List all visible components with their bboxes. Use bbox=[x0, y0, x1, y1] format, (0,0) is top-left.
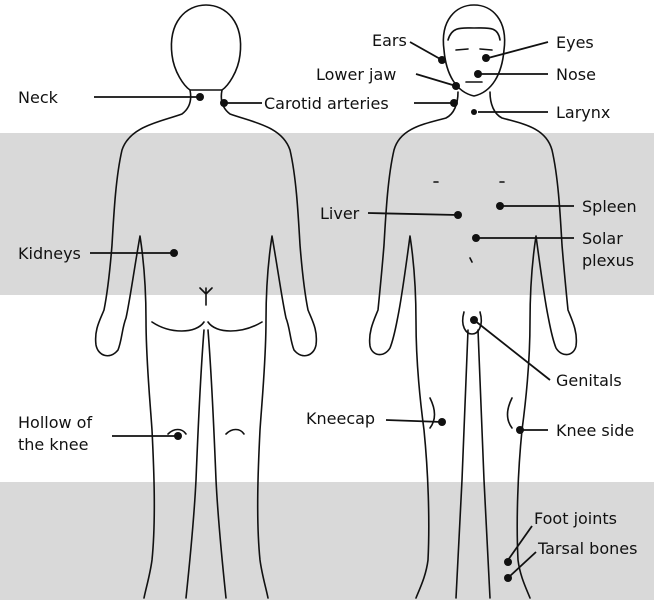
kneecap-dot bbox=[438, 418, 446, 426]
back-head bbox=[171, 5, 240, 90]
label-knee-side: Knee side bbox=[556, 421, 634, 440]
front-hairline bbox=[448, 28, 500, 40]
label-carotid-arteries: Carotid arteries bbox=[264, 94, 389, 113]
hollow-knee-dot bbox=[174, 432, 182, 440]
label-larynx: Larynx bbox=[556, 103, 610, 122]
genitals-leader bbox=[474, 320, 550, 380]
label-hollow-knee-2: the knee bbox=[18, 435, 88, 454]
eyes-leader bbox=[488, 42, 548, 58]
knee-side-dot bbox=[516, 426, 524, 434]
label-spleen: Spleen bbox=[582, 197, 637, 216]
label-neck: Neck bbox=[18, 88, 59, 107]
ears-leader bbox=[410, 42, 442, 60]
spleen-dot bbox=[496, 202, 504, 210]
label-solar-plexus-2: plexus bbox=[582, 251, 634, 270]
larynx-dot bbox=[471, 109, 477, 115]
front-kneecap-right bbox=[508, 398, 513, 428]
foot-joints-dot bbox=[504, 558, 512, 566]
label-foot-joints: Foot joints bbox=[534, 509, 617, 528]
label-solar-plexus-1: Solar bbox=[582, 229, 623, 248]
front-eyebrows bbox=[456, 49, 492, 50]
label-kidneys: Kidneys bbox=[18, 244, 81, 263]
label-liver: Liver bbox=[320, 204, 360, 223]
front-kneecap-left bbox=[430, 398, 435, 428]
lower-jaw-dot bbox=[452, 82, 460, 90]
eyes-dot bbox=[482, 54, 490, 62]
label-eyes: Eyes bbox=[556, 33, 594, 52]
carotid-dot-front bbox=[450, 99, 458, 107]
liver-dot bbox=[454, 211, 462, 219]
ears-dot bbox=[438, 56, 446, 64]
label-nose: Nose bbox=[556, 65, 596, 84]
label-kneecap: Kneecap bbox=[306, 409, 375, 428]
kidneys-dot bbox=[170, 249, 178, 257]
label-genitals: Genitals bbox=[556, 371, 622, 390]
label-tarsal-bones: Tarsal bones bbox=[537, 539, 637, 558]
nose-dot bbox=[474, 70, 482, 78]
solar-plexus-dot bbox=[472, 234, 480, 242]
neck-dot bbox=[196, 93, 204, 101]
tarsal-bones-dot bbox=[504, 574, 512, 582]
carotid-dot-back bbox=[220, 99, 228, 107]
label-ears: Ears bbox=[372, 31, 407, 50]
label-hollow-knee-1: Hollow of bbox=[18, 413, 92, 432]
back-knee-crease-right bbox=[226, 430, 244, 435]
label-lower-jaw: Lower jaw bbox=[316, 65, 396, 84]
genitals-dot bbox=[470, 316, 478, 324]
